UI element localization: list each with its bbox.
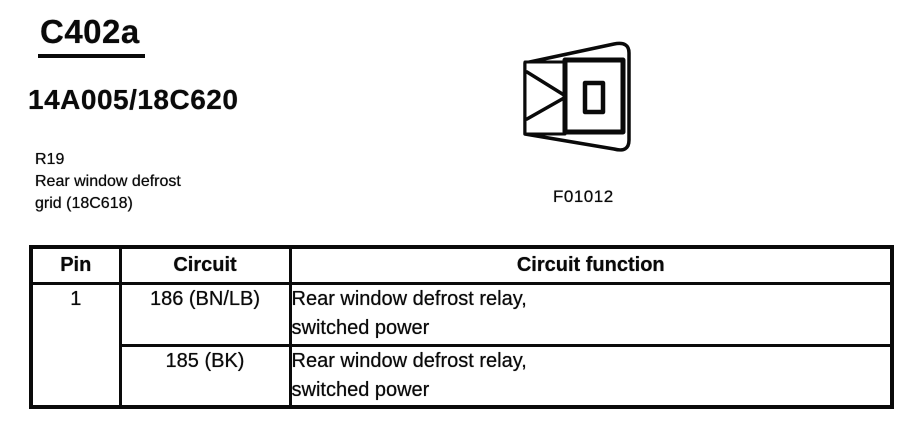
connector-id-heading: C402a <box>38 13 145 58</box>
circuit-function-cell: Rear window defrost relay, switched powe… <box>288 343 894 409</box>
column-header-circuit: Circuit <box>118 245 292 285</box>
function-line: Rear window defrost relay, <box>291 287 527 310</box>
circuit-cell: 186 (BN/LB) <box>118 281 292 347</box>
table-row: 185 (BK) Rear window defrost relay, swit… <box>31 343 894 409</box>
part-numbers: 14A005/18C620 <box>28 84 239 115</box>
pinout-table: Pin Circuit Circuit function 1 186 (BN/L… <box>29 245 894 409</box>
connector-drawing-icon <box>523 41 631 152</box>
component-name-line2: grid (18C618) <box>35 195 133 212</box>
column-header-pin: Pin <box>29 245 122 285</box>
component-name-line1: Rear window defrost <box>35 173 181 190</box>
table-header-row: Pin Circuit Circuit function <box>29 245 894 285</box>
function-line: switched power <box>291 378 430 401</box>
pin-number-cell: 1 <box>29 281 122 409</box>
table-row: 1 186 (BN/LB) Rear window defrost relay,… <box>29 281 894 409</box>
circuit-function-cell: Rear window defrost relay, switched powe… <box>288 281 894 347</box>
circuit-cell: 185 (BK) <box>118 343 292 409</box>
figure-label: F01012 <box>553 187 614 206</box>
column-header-circuit-function: Circuit function <box>288 245 894 285</box>
function-line: switched power <box>291 316 430 339</box>
component-ref: R19 <box>35 151 65 168</box>
component-description: R19 Rear window defrost grid (18C618) <box>35 149 181 215</box>
function-line: Rear window defrost relay, <box>291 349 527 372</box>
